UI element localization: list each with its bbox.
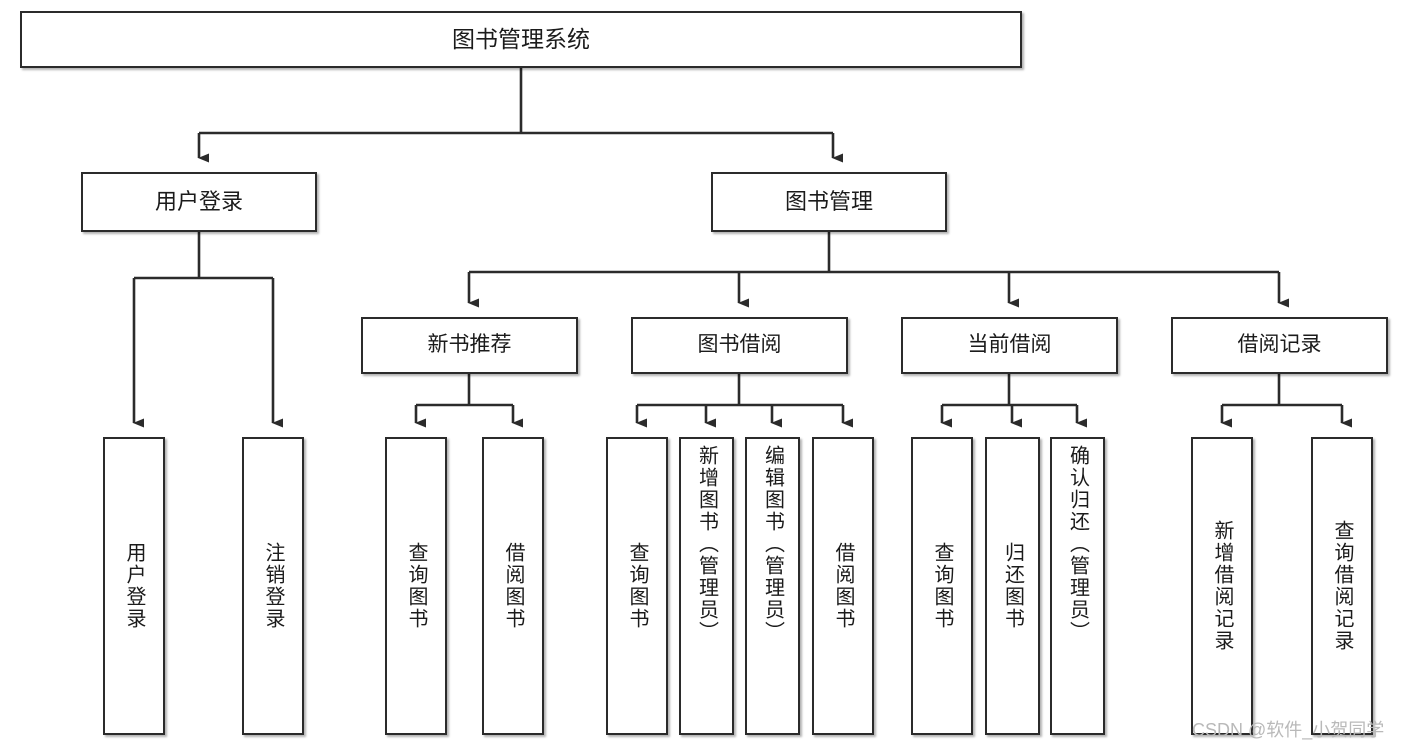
node-label: 新增借阅记录 [1211, 520, 1233, 652]
node-current-borrow[interactable]: 当前借阅 [901, 317, 1118, 374]
node-label: 用户登录 [154, 189, 243, 215]
node-label: 查询图书 [405, 542, 427, 630]
node-book-manage[interactable]: 图书管理 [711, 172, 947, 232]
leaf-borrow-book[interactable]: 借阅图书 [812, 437, 874, 735]
leaf-user-login[interactable]: 用户登录 [103, 437, 165, 735]
node-new-book-recommend[interactable]: 新书推荐 [361, 317, 578, 374]
leaf-return-book[interactable]: 归还图书 [985, 437, 1040, 735]
leaf-query-book-recommend[interactable]: 查询图书 [385, 437, 447, 735]
node-label: 查询图书 [931, 542, 953, 630]
leaf-query-book-current[interactable]: 查询图书 [911, 437, 973, 735]
node-label: 注销登录 [262, 542, 284, 630]
node-label: 图书管理 [784, 189, 873, 215]
leaf-borrow-book-recommend[interactable]: 借阅图书 [482, 437, 544, 735]
leaf-logout[interactable]: 注销登录 [242, 437, 304, 735]
leaf-query-book-borrow[interactable]: 查询图书 [606, 437, 668, 735]
node-label: 借阅记录 [1237, 333, 1322, 357]
node-label: 编辑图书（管理员） [761, 445, 784, 643]
leaf-confirm-return-admin[interactable]: 确认归还（管理员） [1050, 437, 1105, 735]
leaf-add-borrow-record[interactable]: 新增借阅记录 [1191, 437, 1253, 735]
node-label: 确认归还（管理员） [1066, 445, 1089, 643]
node-borrow-record[interactable]: 借阅记录 [1171, 317, 1388, 374]
node-label: 图书管理系统 [452, 26, 590, 53]
node-label: 新增图书（管理员） [695, 445, 718, 643]
node-user-login[interactable]: 用户登录 [81, 172, 317, 232]
leaf-add-book-admin[interactable]: 新增图书（管理员） [679, 437, 734, 735]
leaf-edit-book-admin[interactable]: 编辑图书（管理员） [745, 437, 800, 735]
node-book-borrow[interactable]: 图书借阅 [631, 317, 848, 374]
node-label: 借阅图书 [502, 542, 524, 630]
node-root-system[interactable]: 图书管理系统 [20, 11, 1022, 68]
csdn-watermark: CSDN @软件_小贺同学 [1192, 720, 1385, 740]
node-label: 当前借阅 [967, 333, 1052, 357]
node-label: 查询图书 [626, 542, 648, 630]
node-label: 新书推荐 [427, 333, 512, 357]
node-label: 查询借阅记录 [1331, 520, 1353, 652]
node-label: 用户登录 [123, 542, 145, 630]
node-label: 归还图书 [1001, 542, 1024, 630]
leaf-query-borrow-record[interactable]: 查询借阅记录 [1311, 437, 1373, 735]
node-label: 图书借阅 [697, 333, 782, 357]
node-label: 借阅图书 [832, 542, 854, 630]
